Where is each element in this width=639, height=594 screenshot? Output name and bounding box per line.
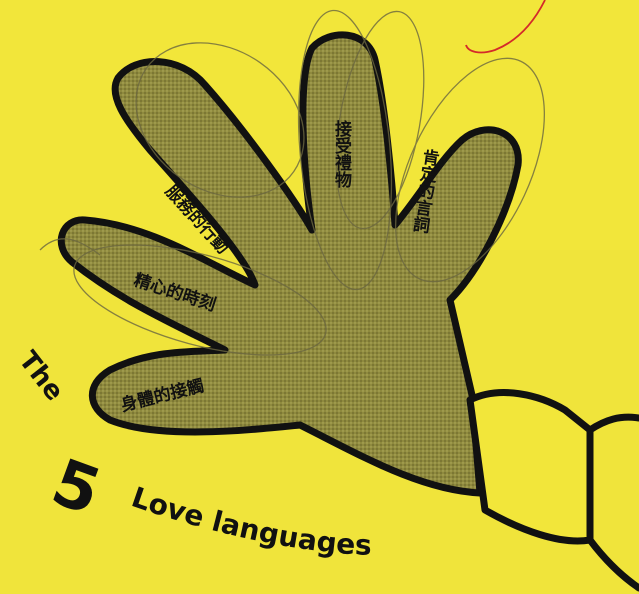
label-ring: 接受禮物 [332,120,349,188]
